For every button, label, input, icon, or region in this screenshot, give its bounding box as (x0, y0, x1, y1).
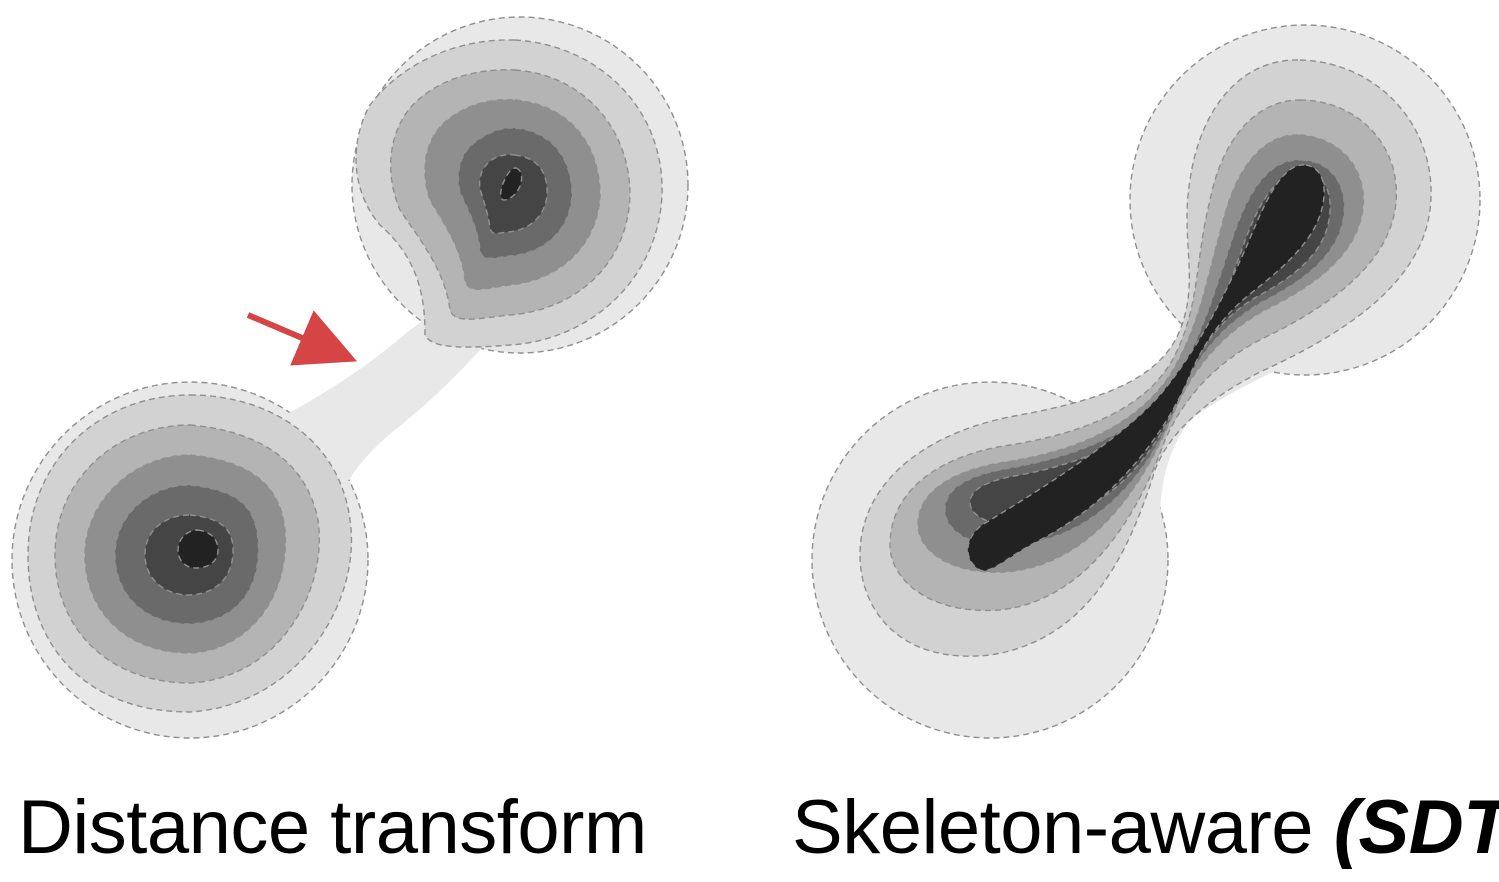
neck-arrow-icon (246, 310, 358, 366)
caption-sdt-emphasis: (SDT) (1333, 785, 1499, 870)
dt-upper-blob-contours (355, 39, 663, 348)
sdt-skeleton-contours (859, 59, 1432, 657)
caption-skeleton-aware-prefix: Skeleton-aware (792, 785, 1334, 870)
dt-lower-blob-contours (27, 394, 353, 713)
caption-distance-transform: Distance transform (18, 785, 647, 870)
skeleton-aware-diagram (811, 24, 1481, 739)
caption-skeleton-aware: Skeleton-aware (SDT) (792, 790, 1499, 866)
distance-transform-diagram (11, 16, 689, 739)
